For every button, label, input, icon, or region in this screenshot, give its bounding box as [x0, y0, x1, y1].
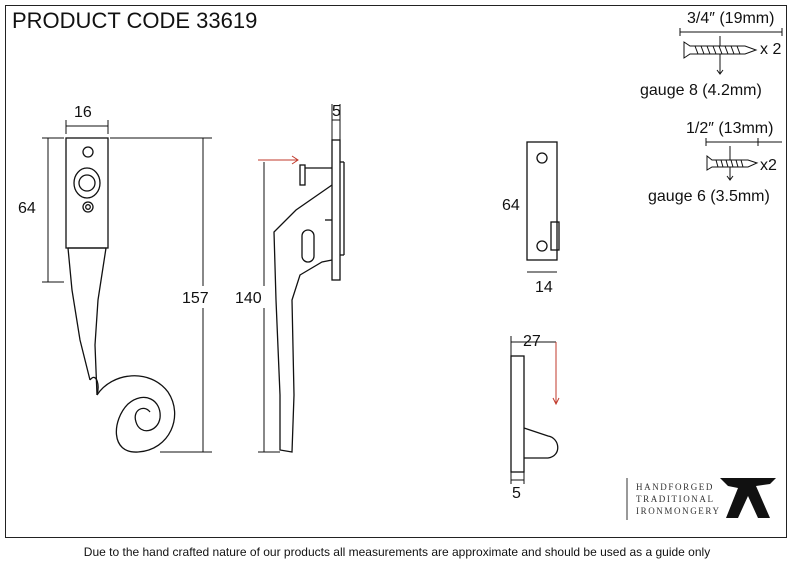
dim-label-157: 157: [182, 290, 209, 307]
screw-1-size: 3/4″ (19mm): [687, 10, 774, 27]
side-view-arrow: [258, 155, 299, 165]
brand-line-3: IRONMONGERY: [636, 506, 721, 516]
dim-height-top: [42, 137, 64, 283]
dim-label-5-catch: 5: [512, 485, 521, 502]
product-code-title: PRODUCT CODE 33619: [12, 8, 257, 33]
screw-1-qty: x 2: [760, 41, 781, 58]
dim-label-140: 140: [235, 290, 262, 307]
dim-label-5-side: 5: [332, 103, 341, 120]
dim-label-14: 14: [535, 279, 553, 296]
brand-block: HANDFORGED TRADITIONAL IRONMONGERY: [626, 478, 721, 520]
screw-2-icon: [705, 138, 782, 181]
dim-label-64-front: 64: [18, 200, 36, 217]
anvil-logo-icon: [720, 478, 776, 518]
screw-2-size: 1/2″ (13mm): [686, 120, 773, 137]
screw-1-gauge: gauge 8 (4.2mm): [640, 82, 762, 99]
fastener-side-view: [273, 139, 345, 453]
brand-line-1: HANDFORGED: [636, 482, 714, 492]
screw-2-qty: x2: [760, 157, 777, 174]
dim-label-64-keep: 64: [502, 197, 520, 214]
dim-label-16: 16: [74, 104, 92, 121]
brand-line-2: TRADITIONAL: [636, 494, 715, 504]
disclaimer-text: Due to the hand crafted nature of our pr…: [83, 545, 711, 559]
dim-catch-depth: [510, 336, 556, 356]
screw-1-icon: [679, 28, 783, 75]
catch-red-arrow: [552, 342, 560, 406]
dim-label-27: 27: [523, 333, 541, 350]
keeper-plate-view: [526, 141, 560, 261]
dim-width-top: [65, 120, 109, 134]
dim-catch-thickness: [510, 472, 525, 484]
drawing-frame: [5, 5, 787, 538]
fastener-front-view: [65, 137, 176, 453]
screw-2-gauge: gauge 6 (3.5mm): [648, 188, 770, 205]
catch-side-view: [510, 355, 559, 473]
dim-plate-thickness: [331, 104, 341, 140]
